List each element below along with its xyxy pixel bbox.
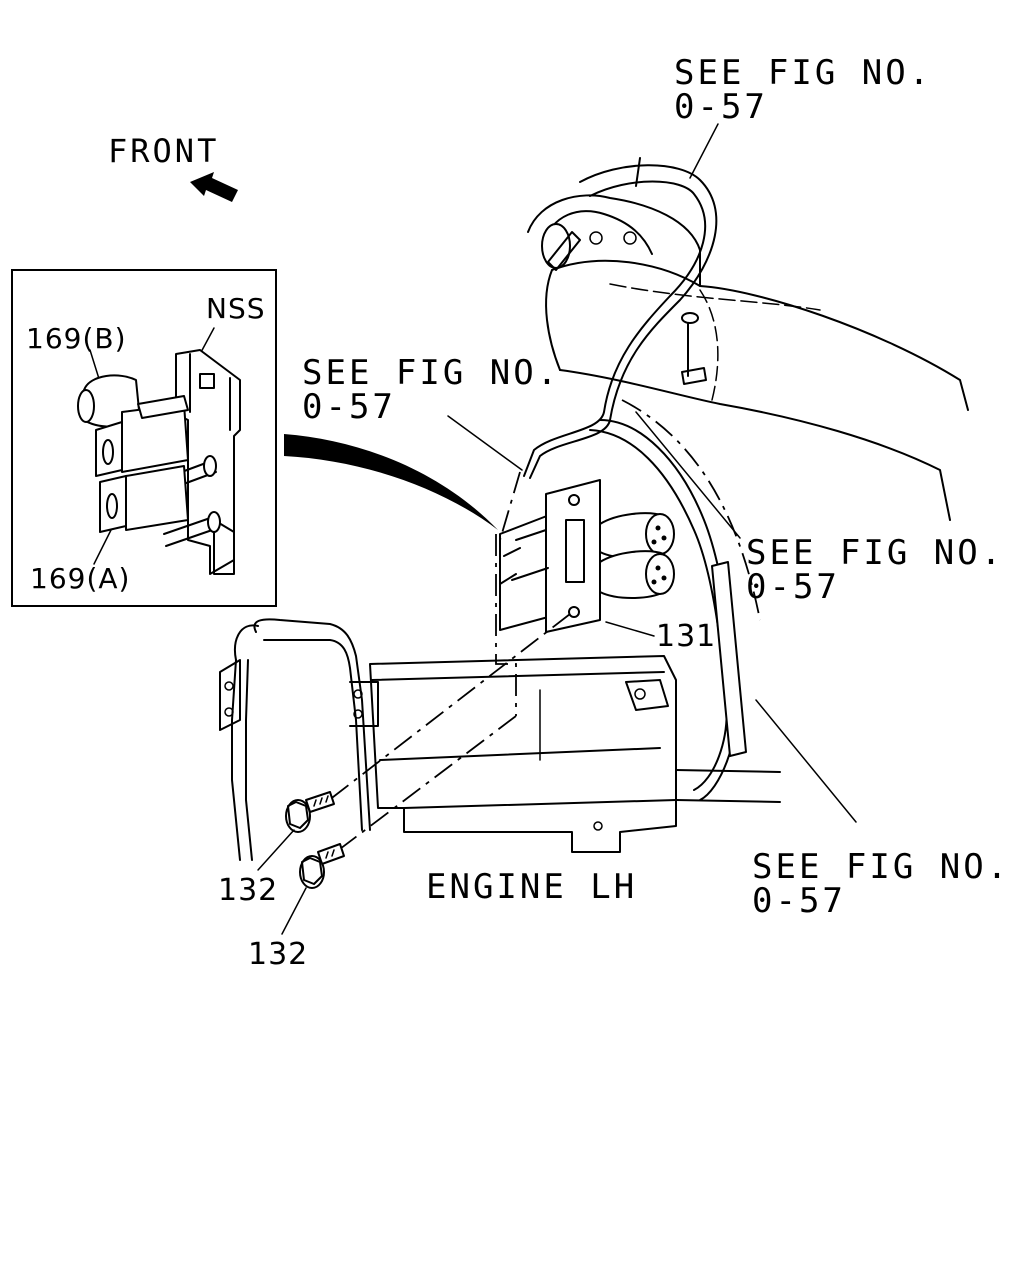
svg-text:0-57: 0-57: [302, 387, 396, 427]
leader-line: [635, 411, 741, 539]
front-label: FRONT: [108, 132, 219, 170]
callout-132-upper: 132: [218, 873, 278, 908]
ref-label-mid-left: SEE FIG NO. 0-57: [302, 353, 560, 427]
hose-clamp: [681, 312, 707, 385]
inset-label-169b: 169(B): [26, 322, 127, 355]
leader-line: [447, 415, 523, 471]
engine-block: [219, 618, 781, 861]
leader-line: [605, 621, 655, 637]
front-arrow-icon: [190, 172, 238, 202]
callout-131: 131: [656, 619, 716, 654]
leader-line: [689, 123, 719, 179]
svg-text:SEE FIG NO.: SEE FIG NO.: [752, 847, 1010, 887]
callout-132-lower: 132: [248, 937, 308, 972]
inset-label-nss: NSS: [206, 292, 266, 325]
svg-text:SEE FIG NO.: SEE FIG NO.: [746, 533, 1004, 573]
svg-text:0-57: 0-57: [752, 881, 846, 921]
ref-label-bottom-right: SEE FIG NO. 0-57: [752, 847, 1010, 921]
leader-line: [281, 887, 307, 935]
leader-line: [755, 699, 857, 823]
inset-label-169a: 169(A): [30, 562, 130, 595]
alignment-lines: [323, 399, 761, 853]
ref-label-mid-right: SEE FIG NO. 0-57: [746, 533, 1004, 607]
svg-text:SEE FIG NO.: SEE FIG NO.: [302, 353, 560, 393]
intake-hose: [545, 259, 969, 521]
vacuum-hose: [523, 157, 747, 801]
svg-text:0-57: 0-57: [674, 87, 768, 127]
solenoid-valve: [599, 550, 675, 599]
detail-inset: NSS 169(B) 169(A): [11, 269, 277, 607]
valve-bracket: [499, 479, 601, 633]
engine-lh-label: ENGINE LH: [426, 867, 637, 907]
svg-text:SEE FIG NO.: SEE FIG NO.: [674, 53, 932, 93]
svg-text:0-57: 0-57: [746, 567, 840, 607]
bolt: [285, 791, 335, 833]
hose-fitting: [527, 194, 701, 287]
leader-line: [257, 829, 295, 871]
bolt: [299, 843, 345, 889]
detail-pointer-arrow: [284, 434, 498, 530]
ref-label-top: SEE FIG NO. 0-57: [674, 53, 932, 127]
